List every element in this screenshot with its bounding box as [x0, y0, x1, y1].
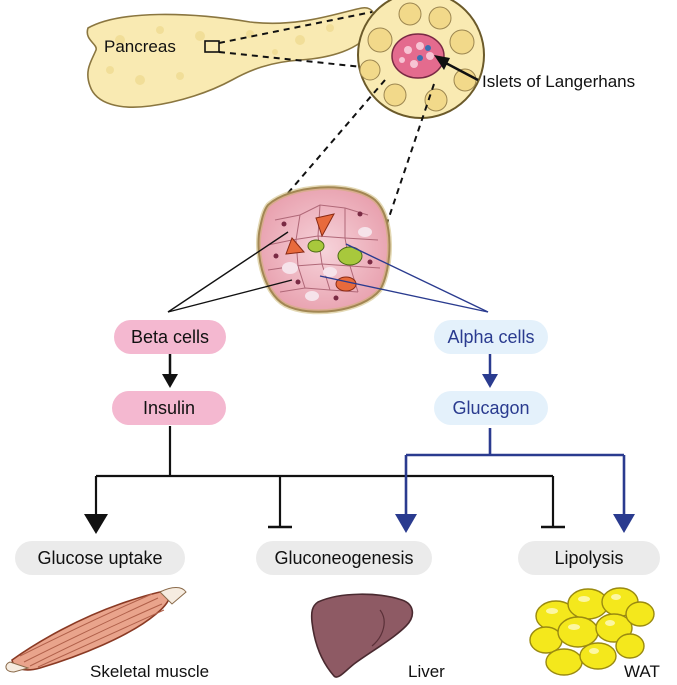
zoom-box-icon — [204, 40, 220, 53]
skeletal-muscle-label: Skeletal muscle — [90, 662, 210, 681]
beta-cells-node: Beta cells — [114, 320, 226, 354]
zoom-lines-lower — [281, 79, 435, 236]
glucagon-stimulates-gluconeogenesis-arrowhead — [395, 514, 417, 533]
insulin-stimulates-glucose-uptake-arrowhead — [84, 514, 108, 534]
liver-icon — [310, 593, 414, 678]
islet-cells-icon — [255, 184, 392, 315]
alpha-to-glucagon-arrowhead — [482, 374, 498, 388]
gluconeogenesis-node: Gluconeogenesis — [256, 541, 432, 575]
wat-label: WAT — [624, 662, 660, 681]
islets-pointer-arrowhead — [434, 55, 450, 70]
islet-cross-section-icon — [357, 0, 485, 119]
beta-to-insulin-arrowhead — [162, 374, 178, 388]
glucagon-effect-lines — [404, 428, 626, 516]
islets-label: Islets of Langerhans — [482, 72, 636, 91]
adipose-tissue-icon — [529, 587, 655, 676]
pancreas-organ-icon — [86, 7, 376, 108]
alpha-cells-node: Alpha cells — [434, 320, 548, 354]
zoom-lines-upper — [218, 11, 373, 69]
insulin-effect-lines — [94, 426, 555, 526]
alpha-cell-leader-lines — [319, 243, 489, 313]
skeletal-muscle-icon — [5, 587, 187, 673]
insulin-node: Insulin — [112, 391, 226, 425]
liver-label: Liver — [408, 662, 445, 681]
glucagon-node: Glucagon — [434, 391, 548, 425]
glucagon-stimulates-lipolysis-arrowhead — [613, 514, 635, 533]
pancreas-label: Pancreas — [104, 37, 176, 56]
glucose-uptake-node: Glucose uptake — [15, 541, 185, 575]
lipolysis-node: Lipolysis — [518, 541, 660, 575]
beta-cell-leader-lines — [167, 231, 293, 313]
